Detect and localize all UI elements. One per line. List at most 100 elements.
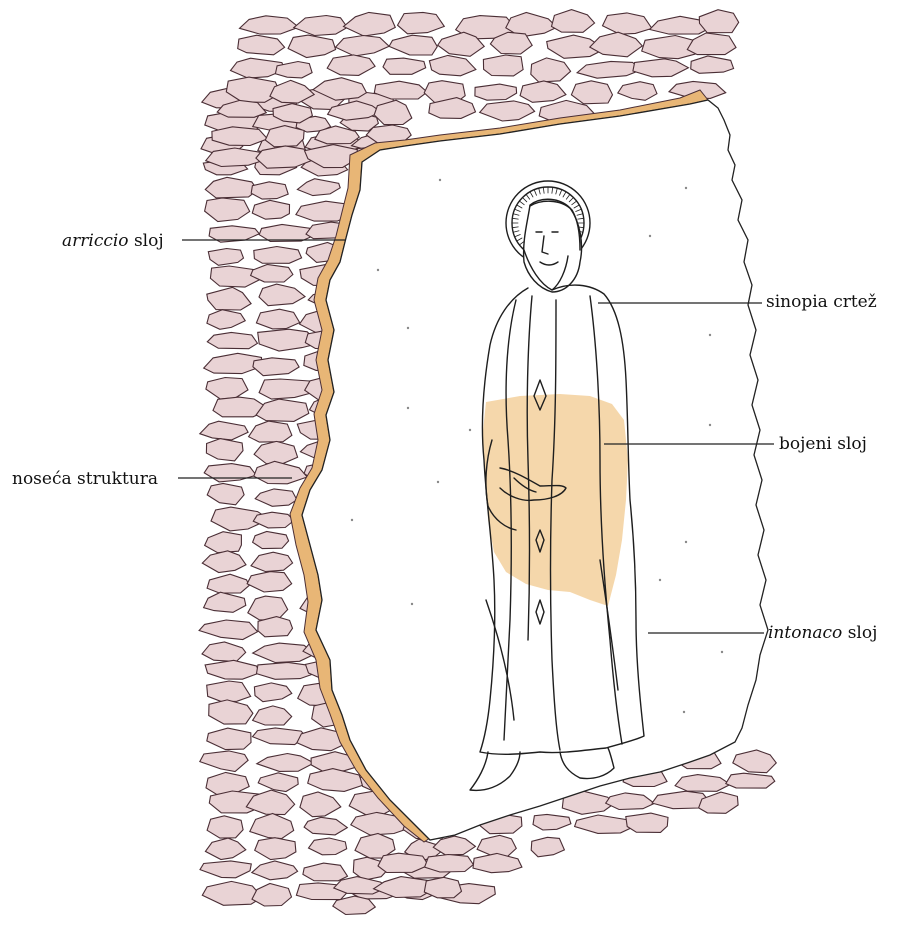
wall-stone — [254, 441, 298, 464]
wall-stone — [207, 483, 244, 504]
wall-stone — [202, 642, 246, 662]
plaster-speck — [407, 327, 409, 329]
wall-stone — [254, 247, 302, 264]
wall-stone — [200, 421, 248, 440]
wall-stone — [297, 179, 340, 196]
wall-stone — [259, 284, 305, 306]
wall-stone — [327, 55, 375, 76]
wall-stone — [475, 84, 517, 100]
wall-stone — [251, 552, 293, 571]
wall-stone — [618, 82, 657, 101]
wall-stone — [207, 816, 243, 838]
wall-stone — [207, 310, 245, 330]
wall-stone — [238, 35, 285, 55]
label-noseca-struktura: noseća struktura — [12, 469, 158, 489]
wall-stone — [259, 224, 311, 241]
wall-stone — [288, 35, 336, 57]
wall-stone — [577, 61, 641, 78]
wall-stone — [254, 683, 291, 702]
plaster-speck — [721, 651, 723, 653]
wall-stone — [533, 814, 571, 830]
wall-stone — [255, 489, 297, 506]
wall-stone — [205, 177, 257, 198]
wall-stone — [206, 772, 249, 794]
wall-stone — [207, 332, 257, 348]
plaster-speck — [659, 579, 661, 581]
wall-stone — [250, 814, 294, 839]
label-sinopia-crtez: sinopia crtež — [766, 292, 877, 312]
wall-stone — [691, 56, 734, 73]
wall-stone — [252, 884, 292, 907]
wall-stone — [520, 81, 566, 102]
wall-stone — [253, 532, 289, 549]
wall-stone — [389, 35, 437, 55]
wall-stone — [206, 378, 248, 400]
plaster-speck — [685, 187, 687, 189]
wall-stone — [336, 36, 390, 57]
wall-stone — [252, 861, 298, 880]
wall-stone — [247, 572, 292, 592]
wall-stone — [258, 773, 298, 792]
label-intonaco-sloj: intonaco sloj — [768, 623, 877, 643]
wall-stone — [424, 877, 461, 898]
wall-stone — [207, 287, 251, 310]
wall-stone — [202, 881, 262, 905]
wall-stone — [308, 769, 364, 792]
wall-stone — [248, 596, 288, 620]
wall-stone — [205, 198, 250, 222]
wall-stone — [202, 551, 246, 573]
wall-stone — [206, 439, 243, 461]
label-arriccio-term: arriccio — [62, 231, 129, 251]
wall-stone — [304, 817, 347, 835]
wall-stone — [240, 16, 299, 34]
wall-stone — [200, 861, 251, 878]
wall-stone — [204, 592, 246, 612]
plaster-speck — [685, 541, 687, 543]
wall-stone — [258, 617, 293, 637]
wall-stone — [209, 700, 253, 724]
wall-stone — [207, 728, 251, 750]
wall-stone — [309, 838, 347, 855]
wall-stone — [249, 421, 292, 442]
wall-stone — [207, 681, 251, 701]
wall-stone — [253, 358, 299, 376]
wall-stone — [383, 58, 426, 74]
plaster-speck — [407, 407, 409, 409]
wall-stone — [294, 16, 348, 36]
plaster-speck — [439, 179, 441, 181]
wall-stone — [300, 792, 341, 817]
wall-stone — [699, 10, 738, 33]
plaster-speck — [411, 603, 413, 605]
label-intonaco-suffix: sloj — [842, 623, 877, 643]
wall-stone — [733, 750, 777, 773]
wall-stone — [205, 660, 260, 679]
wall-stone — [254, 461, 307, 484]
wall-stone — [480, 101, 535, 121]
wall-stone — [374, 81, 427, 99]
wall-stone — [265, 126, 304, 147]
plaster-speck — [351, 519, 353, 521]
label-intonaco-term: intonaco — [768, 623, 842, 643]
wall-stone — [212, 127, 268, 146]
plaster-speck — [469, 429, 471, 431]
plaster-speck — [649, 235, 651, 237]
wall-stone — [255, 838, 296, 860]
wall-stone — [204, 353, 262, 373]
wall-stone — [687, 33, 736, 55]
plaster-speck — [437, 481, 439, 483]
wall-stone — [398, 12, 445, 33]
wall-stone — [199, 620, 258, 640]
wall-stone — [473, 853, 522, 872]
label-bojeni-sloj: bojeni sloj — [779, 434, 867, 454]
wall-stone — [205, 532, 242, 553]
wall-stone — [252, 200, 289, 219]
wall-stone — [726, 773, 775, 788]
wall-stone — [626, 813, 668, 832]
wall-stone — [531, 837, 564, 857]
wall-stone — [251, 182, 288, 199]
wall-stone — [200, 751, 248, 772]
wall-stone — [256, 309, 299, 329]
wall-stone — [205, 838, 245, 859]
wall-stone — [675, 775, 730, 792]
wall-stone — [204, 464, 256, 482]
